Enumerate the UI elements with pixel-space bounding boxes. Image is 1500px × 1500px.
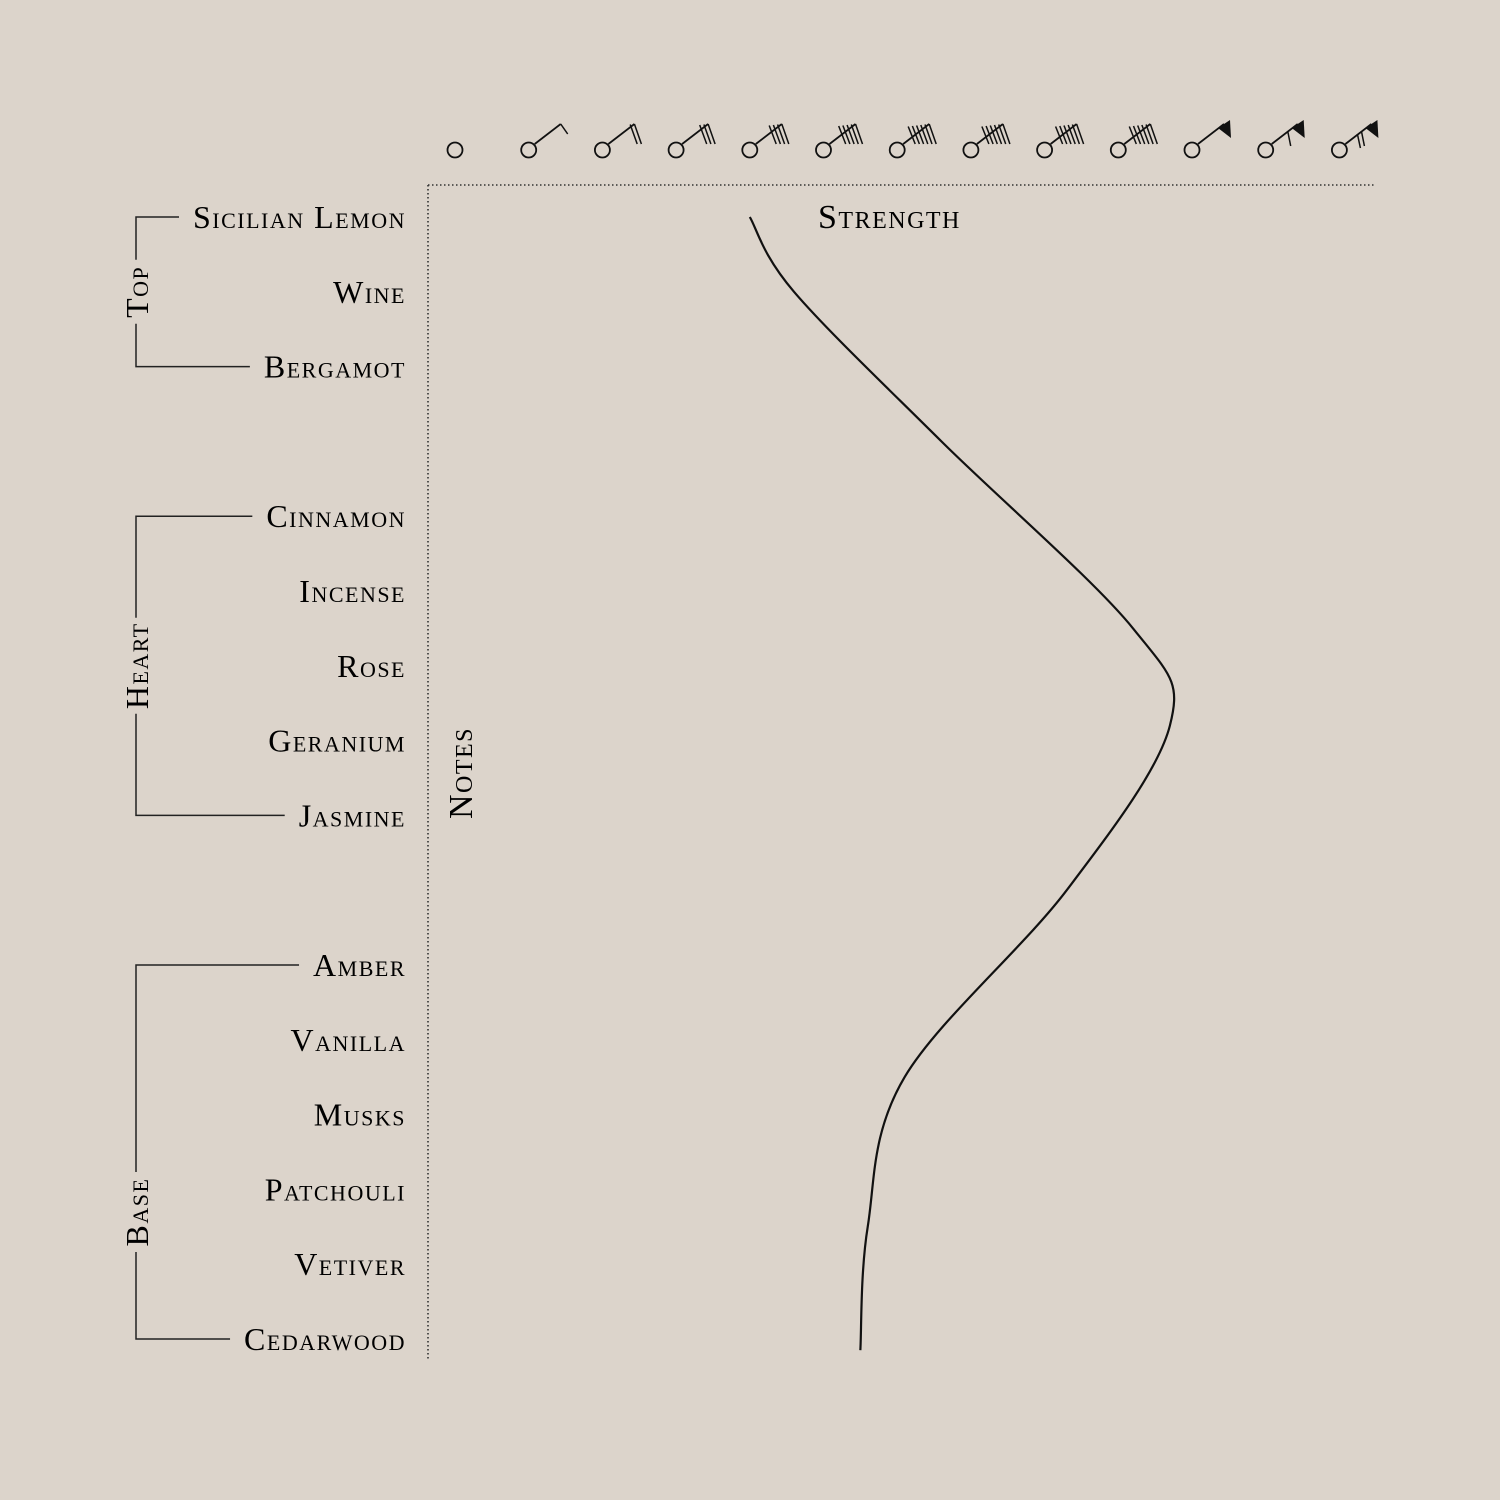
wind-3-icon — [667, 123, 716, 159]
group-label-heart: Heart — [119, 622, 155, 709]
group-label-top: Top — [119, 266, 155, 318]
wind-11-icon — [1257, 120, 1305, 159]
group-bracket-base — [135, 964, 300, 1340]
note-label: Vetiver — [294, 1246, 406, 1282]
note-label: Cinnamon — [266, 498, 406, 534]
group-bracket-heart — [135, 515, 285, 817]
wind-7-icon — [962, 123, 1011, 159]
wind-2-icon — [594, 123, 643, 159]
wind-9-icon — [1109, 123, 1159, 159]
group-bracket-top — [135, 216, 250, 368]
note-label: Geranium — [268, 723, 406, 759]
group-label-base: Base — [119, 1178, 155, 1247]
note-label: Rose — [337, 648, 406, 684]
wind-10-icon — [1183, 120, 1231, 159]
note-label: Incense — [299, 573, 406, 609]
note-label: Wine — [333, 274, 406, 310]
note-label: Amber — [313, 947, 406, 983]
note-label: Sicilian Lemon — [193, 199, 406, 235]
strength-curve — [748, 216, 1176, 1351]
note-labels: Sicilian LemonWineBergamotCinnamonIncens… — [193, 199, 406, 1357]
note-label: Patchouli — [265, 1171, 406, 1207]
note-label: Cedarwood — [244, 1321, 406, 1357]
strength-scale-icons — [446, 120, 1379, 159]
wind-4-icon — [741, 123, 790, 159]
note-label: Jasmine — [299, 797, 406, 833]
wind-5-icon — [815, 123, 864, 159]
note-label: Bergamot — [264, 349, 406, 385]
calm-circle-icon — [446, 141, 464, 159]
wind-1-icon — [520, 123, 569, 159]
y-axis-label: Notes — [443, 727, 480, 819]
wind-8-icon — [1036, 123, 1085, 159]
wind-12-icon — [1331, 120, 1379, 159]
wind-6-icon — [888, 123, 937, 159]
x-axis-label: Strength — [818, 199, 961, 236]
note-label: Musks — [314, 1097, 406, 1133]
note-label: Vanilla — [291, 1022, 406, 1058]
